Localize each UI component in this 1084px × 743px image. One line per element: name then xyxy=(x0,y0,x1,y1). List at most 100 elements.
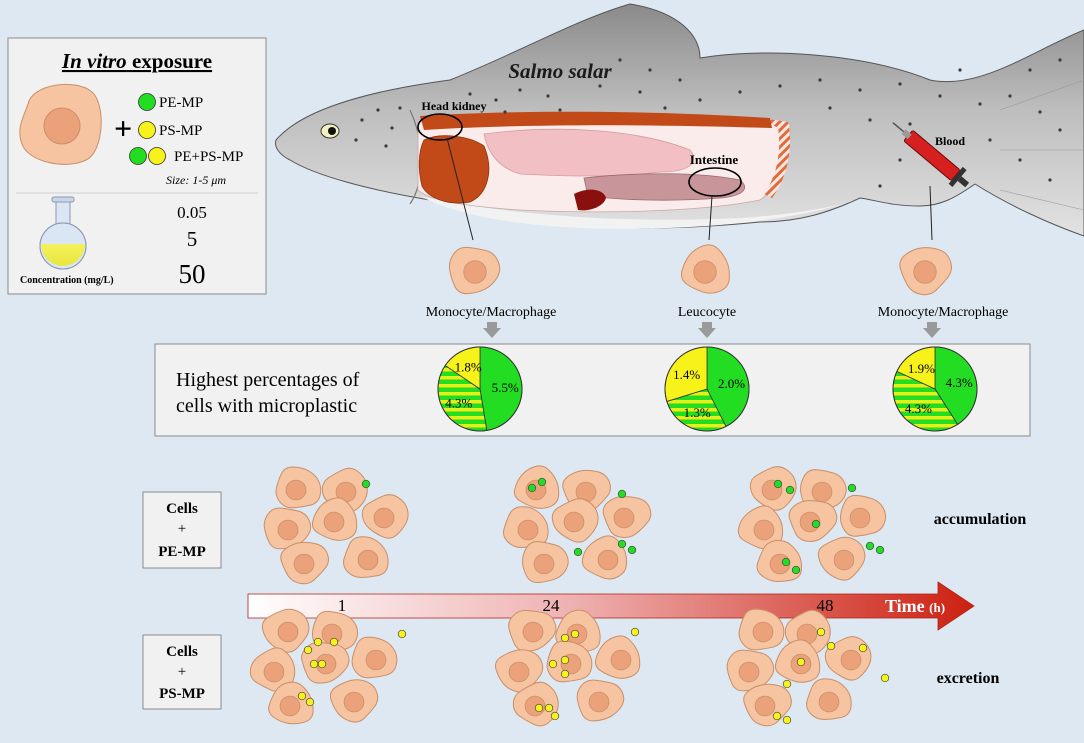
fish-spot xyxy=(648,68,652,72)
legend-label-ps: PS-MP xyxy=(159,123,202,139)
pe-cell xyxy=(756,539,803,582)
fish-spot xyxy=(390,126,394,130)
ps-microplastic-dot xyxy=(880,673,890,683)
fish-spot xyxy=(698,98,702,102)
fish-spot xyxy=(1028,68,1032,72)
row-ps-line3: PS-MP xyxy=(159,686,205,702)
pe-microplastic-dot xyxy=(875,545,885,555)
mp-legend-dots xyxy=(129,93,166,165)
fish-spot xyxy=(858,88,862,92)
ps-microplastic-dot xyxy=(397,629,407,639)
outcome-excretion: excretion xyxy=(937,670,1000,687)
pie-chart-2: 2.0% 1.3% 1.4% xyxy=(664,346,750,432)
row-ps-line2: + xyxy=(178,664,186,680)
row-pe-line1: Cells xyxy=(166,501,198,517)
pie-slice-label: 1.3% xyxy=(684,405,711,420)
ps-microplastic-dot xyxy=(329,637,339,647)
row-pe: Cells + PE-MP accumulation xyxy=(142,491,1027,569)
fish-spot xyxy=(898,82,902,86)
organ-label-blood: Blood xyxy=(935,134,965,148)
fish-spot xyxy=(778,84,782,88)
down-arrow-3 xyxy=(923,322,941,338)
fish-spot xyxy=(618,58,622,62)
ps-cell xyxy=(512,681,559,727)
exposure-box: In vitro exposure + PE-MP PS-MP PE+PS-MP… xyxy=(7,37,267,295)
ps-microplastic-dot xyxy=(313,637,323,647)
fish-spot xyxy=(988,138,992,142)
ps-microplastic-dot xyxy=(796,657,806,667)
pie-slice-label: 4.3% xyxy=(946,375,973,390)
head-kidney-marker xyxy=(417,113,463,141)
outcome-accumulation: accumulation xyxy=(934,511,1027,528)
pie-chart-1: 5.5%4.3%1.8% xyxy=(437,346,523,432)
legend-label-peps: PE+PS-MP xyxy=(174,149,243,165)
isolated-cell-1 xyxy=(448,246,501,295)
time-tick-24: 24 xyxy=(543,596,561,615)
ps-microplastic-dot xyxy=(550,711,560,721)
ps-microplastic-dot xyxy=(816,627,826,637)
row-pe-line2: + xyxy=(178,521,186,537)
fish-spot xyxy=(908,122,912,126)
flask-icon xyxy=(39,196,87,270)
fish-spot xyxy=(1048,178,1052,182)
pe-microplastic-dot xyxy=(781,557,791,567)
pe-cluster-3 xyxy=(737,466,887,582)
pe-microplastic-dot xyxy=(847,483,857,493)
cell-type-label-1: Monocyte/Macrophage xyxy=(426,305,557,320)
fish-spot xyxy=(678,78,682,82)
ps-cluster-1 xyxy=(249,608,407,725)
fish-spot xyxy=(818,78,822,82)
exposure-cell xyxy=(19,83,102,165)
pie-slice-label: 1.4% xyxy=(673,367,700,382)
fish-spot xyxy=(1018,158,1022,162)
ps-microplastic-dot xyxy=(858,643,868,653)
ps-cell xyxy=(494,649,544,693)
species-name: Salmo salar xyxy=(508,59,612,83)
ps-microplastic-dot xyxy=(305,697,315,707)
mp-dot-2-1 xyxy=(138,121,156,139)
fish-spot xyxy=(978,102,982,106)
pie-slice-label: 1.8% xyxy=(455,360,482,375)
pe-microplastic-dot xyxy=(811,519,821,529)
cell-clusters xyxy=(249,465,890,727)
pe-microplastic-dot xyxy=(773,479,783,489)
pie-slice-label: 5.5% xyxy=(492,380,519,395)
fish-spot xyxy=(958,68,962,72)
isolated-cell-2 xyxy=(680,244,730,294)
ps-microplastic-dot xyxy=(548,659,558,669)
ps-cell xyxy=(249,647,296,692)
row-pe-line3: PE-MP xyxy=(158,544,205,560)
ps-microplastic-dot xyxy=(782,679,792,689)
pe-cluster-2 xyxy=(503,465,652,584)
mp-dot-3-1 xyxy=(129,147,147,165)
percentages-label-line2: cells with microplastic xyxy=(176,395,357,417)
pe-cell xyxy=(513,465,560,509)
pe-microplastic-dot xyxy=(573,547,583,557)
ps-microplastic-dot xyxy=(560,655,570,665)
fish-spot xyxy=(376,108,380,112)
fish-spot xyxy=(558,108,562,112)
pe-cell xyxy=(503,506,549,548)
cell-types xyxy=(448,244,952,338)
ps-microplastic-dot xyxy=(772,711,782,721)
mp-dot-3-2 xyxy=(148,147,166,165)
down-arrow-2 xyxy=(698,322,716,338)
down-arrow-1 xyxy=(483,322,501,338)
fish-spot xyxy=(1058,58,1062,62)
row-ps: Cells + PS-MP excretion xyxy=(142,634,1000,710)
pie-charts: 5.5%4.3%1.8%2.0%1.3%1.4%4.3%4.3%1.9% xyxy=(437,346,978,432)
isolated-cell-3 xyxy=(899,247,952,296)
pie-slice-label: 2.0% xyxy=(718,376,745,391)
pe-cell xyxy=(263,507,312,550)
pe-cell xyxy=(551,498,599,543)
ps-cell xyxy=(576,679,625,722)
ps-microplastic-dot xyxy=(297,691,307,701)
ps-microplastic-dot xyxy=(544,703,554,713)
exposure-title: In vitro exposure xyxy=(61,49,212,73)
fish-spot xyxy=(354,138,358,142)
concentration-label: Concentration (mg/L) xyxy=(20,275,114,286)
ps-microplastic-dot xyxy=(560,669,570,679)
fish-spot xyxy=(494,98,498,102)
